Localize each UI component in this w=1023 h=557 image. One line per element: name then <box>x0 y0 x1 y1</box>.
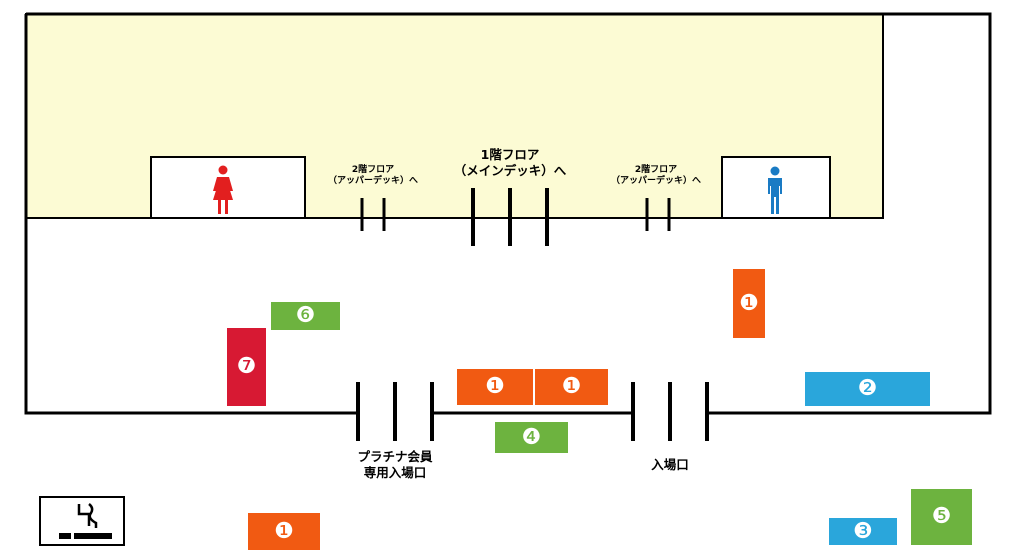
marker-1-right: ❶ <box>739 290 759 316</box>
marker-2: ❷ <box>857 376 878 401</box>
label-stairs-left: 2階フロア （アッパーデッキ）へ <box>318 165 428 188</box>
marker-box-3 <box>829 518 897 545</box>
marker-3: ❸ <box>853 518 873 544</box>
marker-box-4 <box>495 422 568 453</box>
label-platinum-entrance: プラチナ会員 専用入場口 <box>337 449 453 480</box>
label-stairs-center-line2: （メインデッキ）へ <box>453 162 567 178</box>
marker-1-bottom: ❶ <box>274 518 294 544</box>
marker-1-center-right: ❶ <box>561 374 582 399</box>
marker-box-7 <box>227 328 266 406</box>
marker-box-1-center-right <box>535 369 608 405</box>
marker-box-6 <box>271 302 340 330</box>
marker-box-5 <box>911 489 972 545</box>
label-stairs-right: 2階フロア （アッパーデッキ）へ <box>601 165 711 188</box>
label-stairs-right-line2: （アッパーデッキ）へ <box>610 176 701 187</box>
label-stairs-left-line2: （アッパーデッキ）へ <box>327 176 418 187</box>
marker-4: ❹ <box>521 424 542 450</box>
male-restroom-icon <box>768 166 782 214</box>
marker-5: ❺ <box>931 504 952 529</box>
smoking-area-icon <box>39 496 125 546</box>
label-entrance: 入場口 <box>651 457 689 472</box>
female-restroom-icon <box>213 165 233 214</box>
outer-wall <box>26 12 992 415</box>
marker-6: ❻ <box>295 303 316 328</box>
marker-box-1-center-left <box>457 369 533 405</box>
label-stairs-right-line1: 2階フロア <box>634 165 678 175</box>
label-platinum-entrance-line2: 専用入場口 <box>363 464 427 480</box>
marker-7: ❼ <box>236 354 257 379</box>
left-wall <box>24 14 358 415</box>
label-platinum-entrance-line1: プラチナ会員 <box>357 449 433 464</box>
marker-box-2 <box>805 372 930 406</box>
stairs-left-gate <box>360 198 386 231</box>
stairs-center-gate <box>471 188 549 246</box>
main-entrance-gate <box>631 382 709 441</box>
marker-box-1-right <box>733 269 765 338</box>
label-stairs-center: 1階フロア （メインデッキ）へ <box>448 147 572 178</box>
label-stairs-center-line1: 1階フロア <box>480 147 540 162</box>
platinum-entrance-gate <box>356 382 434 441</box>
marker-box-1-bottom <box>248 513 320 550</box>
marker-1-center-left: ❶ <box>485 374 505 399</box>
label-stairs-left-line1: 2階フロア <box>351 165 395 175</box>
stairs-right-gate <box>645 198 671 231</box>
